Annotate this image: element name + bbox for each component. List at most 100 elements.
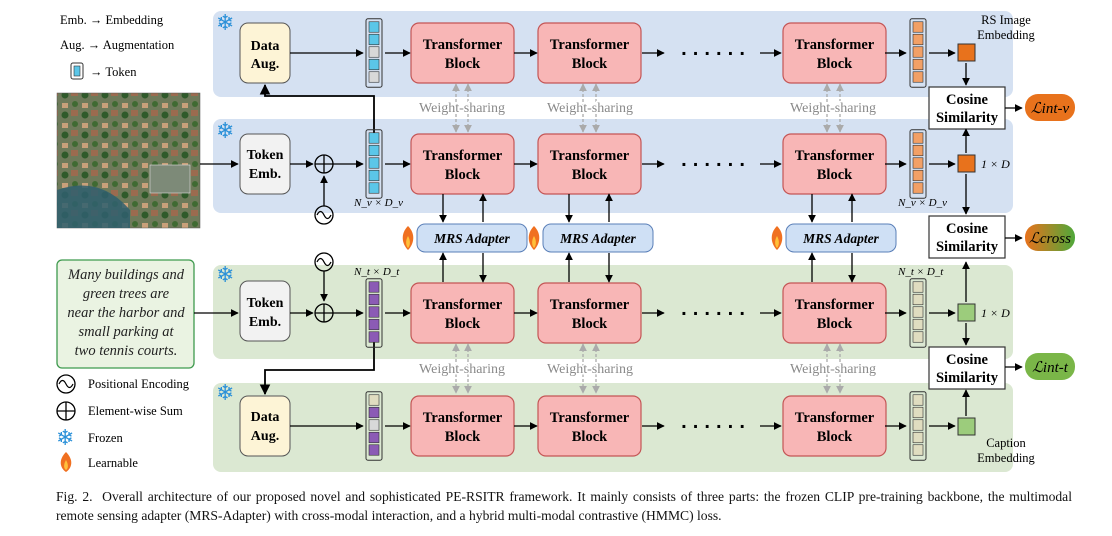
svg-text:Transformer: Transformer [423,410,503,426]
svg-text:Block: Block [817,316,853,332]
svg-text:Transformer: Transformer [795,148,875,164]
data-aug-block-bottom: Data Aug. [239,395,291,457]
legend-positional: Positional Encoding [88,377,190,391]
svg-text:Similarity: Similarity [936,370,999,386]
ellipsis: · · · · · · [681,155,745,174]
cosine-similarity-blocks: CosineSimilarityCosineSimilarityCosineSi… [928,86,1006,390]
rs-image-embedding [957,154,976,173]
token [368,169,380,182]
token [368,444,380,456]
positional-encoding-icon [56,374,76,394]
token [912,144,924,157]
output-text-tokens-aug [909,391,927,461]
token [368,144,380,157]
rs-image-embedding-label: RS Image [981,13,1031,27]
svg-text:Data: Data [251,39,280,54]
caption-line: near the harbor and [67,305,185,321]
weight-sharing-label: Weight-sharing [790,101,876,116]
token-emb-block-text: Token Emb. [239,280,291,342]
svg-text:Embedding: Embedding [977,28,1035,42]
input-caption-box [56,259,195,369]
svg-text:Transformer: Transformer [550,37,630,53]
token [912,281,924,293]
svg-text:Transformer: Transformer [423,148,503,164]
token-emb-block-image: Token Emb. [239,133,291,195]
svg-text:Cosine: Cosine [946,221,988,237]
token [368,21,380,33]
token [912,169,924,182]
legend-aug: Aug. → Augmentation [60,38,175,52]
svg-text:Block: Block [572,56,608,72]
caption-line: small parking at [78,324,174,340]
token [912,58,924,71]
svg-text:Token: Token [247,148,284,163]
caption-line: Many buildings and [67,267,185,283]
token [368,281,380,293]
legend-token: → Token [90,65,137,79]
frozen-snowflake-icon: ❄ [216,263,234,288]
legend-frozen: Frozen [88,431,123,445]
svg-text:Transformer: Transformer [795,410,875,426]
frozen-snowflake-icon: ❄ [216,381,234,406]
svg-text:Block: Block [817,56,853,72]
svg-text:Aug.: Aug. [251,57,279,72]
caption-line: two tennis courts. [75,343,178,359]
weight-sharing-label: Weight-sharing [790,362,876,377]
svg-text:Similarity: Similarity [936,239,999,255]
token [912,394,924,406]
svg-text:Transformer: Transformer [550,410,630,426]
svg-text:Emb.: Emb. [249,167,281,182]
legend-learnable: Learnable [88,456,138,470]
svg-text:Data: Data [251,410,280,425]
token [368,431,380,444]
svg-text:Emb.: Emb. [249,315,281,330]
data-aug-block-top: Data Aug. [239,22,291,84]
token [368,71,380,83]
token [912,331,924,343]
weight-sharing-label: Weight-sharing [419,101,505,116]
token [912,182,924,194]
figure-caption-text: Overall architecture of our proposed nov… [56,489,1072,523]
output-image-tokens-aug [909,18,927,88]
frozen-snowflake-icon: ❄ [216,119,234,144]
svg-text:Block: Block [817,167,853,183]
token [368,293,380,306]
legend-snowflake-icon: ❄ [56,426,74,451]
svg-text:Block: Block [572,316,608,332]
nv-dv-label: N_v × D_v [353,197,403,209]
token [368,419,380,431]
transformer-blocks: TransformerBlockTransformerBlockTransfor… [410,22,887,457]
caption-line: green trees are [83,286,170,302]
token [368,318,380,331]
text-tokens [365,278,383,348]
token [368,394,380,406]
loss-cross: ℒcross [1025,224,1075,251]
svg-text:Transformer: Transformer [550,297,630,313]
svg-text:Block: Block [445,316,481,332]
svg-text:ℒint-v: ℒint-v [1031,101,1070,117]
loss-int-v: ℒint-v [1025,94,1075,121]
token [912,431,924,444]
mrs-adapter: MRS Adapter [528,223,654,253]
token [912,71,924,83]
figure-caption-label: Fig. 2. [56,489,93,504]
nt-dt-label: N_t × D_t [897,266,944,278]
nv-dv-label: N_v × D_v [897,197,947,209]
token [368,406,380,419]
token [912,444,924,456]
augmented-text-tokens [365,391,383,461]
svg-text:Block: Block [445,429,481,445]
token [368,306,380,318]
